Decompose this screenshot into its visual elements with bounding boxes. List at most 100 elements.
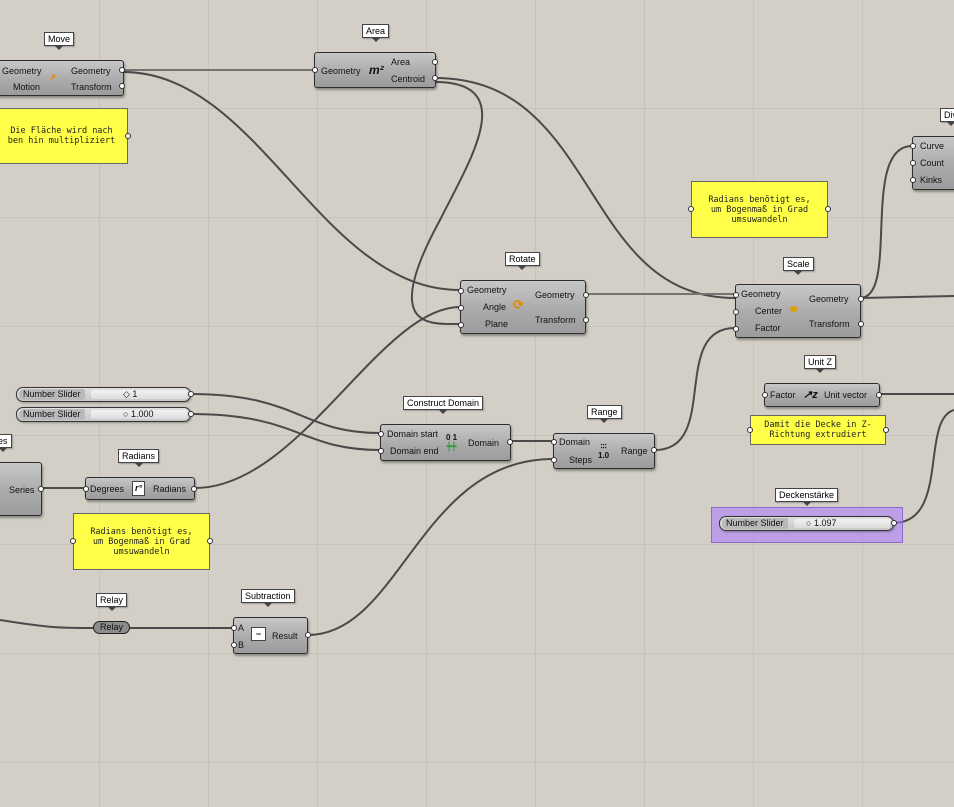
unitz-component[interactable]: Factor ↗z Unit vector [762, 383, 882, 407]
input-port[interactable] [762, 392, 768, 398]
output-port[interactable] [432, 59, 438, 65]
construct-domain-tag: Construct Domain [403, 396, 484, 414]
output-port[interactable] [119, 83, 125, 89]
relay-component[interactable]: Relay [93, 621, 130, 634]
wire-sub-steps [307, 458, 554, 636]
note-panel[interactable]: Radians benötigt es, um Bogenmaß in Grad… [691, 181, 828, 238]
divide-component[interactable]: Curve Count Kinks [910, 136, 954, 190]
scale-tag: Scale [783, 257, 814, 275]
input-port[interactable] [231, 625, 237, 631]
construct-domain-component[interactable]: Domain start Domain end 0 1┿┿ Domain [378, 424, 513, 461]
input-port[interactable] [312, 67, 318, 73]
domain-out-domain: Domain [468, 438, 500, 448]
input-port[interactable] [378, 448, 384, 454]
slider-name: Number Slider [19, 409, 85, 420]
number-slider[interactable]: Number Slider ○ 1.000 [16, 407, 194, 422]
output-port[interactable] [583, 317, 589, 323]
subtraction-component[interactable]: A B − Result [231, 617, 311, 654]
note-panel[interactable]: Damit die Decke in Z- Richtung extrudier… [750, 415, 886, 445]
move-arrow-icon: ➚ [49, 72, 57, 82]
radians-component[interactable]: Degrees r° Radians [83, 477, 197, 500]
move-component[interactable]: Geometry Motion ➚ Geometry Transform [0, 60, 125, 96]
output-port[interactable] [38, 486, 44, 492]
scale-in-geometry: Geometry [741, 289, 781, 299]
note-panel[interactable]: Die Fläche wird nach ben hin multiplizie… [0, 108, 128, 164]
area-m2-icon: m² [369, 63, 384, 77]
domain-icon: 0 1┿┿ [446, 433, 458, 451]
output-port[interactable] [825, 206, 831, 212]
wire-slider1-domain [189, 393, 381, 434]
input-port[interactable] [910, 143, 916, 149]
wire-range-factor [654, 327, 736, 451]
output-port[interactable] [507, 439, 513, 445]
input-port[interactable] [231, 642, 237, 648]
area-component[interactable]: Geometry m² Area Centroid [312, 52, 438, 88]
output-port[interactable] [188, 411, 194, 417]
input-port[interactable] [747, 427, 753, 433]
output-port[interactable] [305, 632, 311, 638]
move-tag: Move [44, 32, 75, 50]
number-slider[interactable]: Number Slider ○ 1.097 [719, 516, 897, 531]
note-panel[interactable]: Radians benötigt es, um Bogenmaß in Grad… [73, 513, 210, 570]
output-port[interactable] [858, 321, 864, 327]
output-port[interactable] [876, 392, 882, 398]
unit-z-vector-icon: ↗z [803, 389, 818, 401]
radians-tag: Radians [118, 449, 160, 467]
rotate-component[interactable]: Geometry Angle Plane ⟳ Geometry Transfor… [458, 280, 589, 334]
input-port[interactable] [551, 457, 557, 463]
slider-name: Number Slider [19, 389, 85, 400]
slider-value: ○ 1.097 [806, 518, 837, 528]
subtraction-out-result: Result [272, 631, 298, 641]
slider-rail[interactable] [794, 519, 890, 528]
minus-icon: − [251, 627, 266, 641]
input-port[interactable] [378, 431, 384, 437]
output-port[interactable] [119, 67, 125, 73]
input-port[interactable] [551, 439, 557, 445]
scale-in-center: Center [755, 306, 783, 316]
input-port[interactable] [458, 305, 464, 311]
rotate-out-transform: Transform [535, 315, 576, 325]
output-port[interactable] [125, 133, 131, 139]
number-slider[interactable]: Number Slider ◇ 1 [16, 387, 194, 402]
input-port[interactable] [733, 326, 739, 332]
radians-out-radians: Radians [153, 484, 187, 494]
input-port[interactable] [458, 322, 464, 328]
scale-component[interactable]: Geometry Center Factor ⚭ Geometry Transf… [733, 284, 864, 338]
output-port[interactable] [651, 447, 657, 453]
output-port[interactable] [891, 520, 897, 526]
input-port[interactable] [688, 206, 694, 212]
divide-in-curve: Curve [920, 141, 945, 151]
range-tag: Range [587, 405, 622, 423]
slider-value-text: 1.000 [130, 409, 154, 419]
slider-rail[interactable] [91, 410, 187, 419]
move-out-transform: Transform [71, 82, 112, 92]
deckenstaerke-tag: Deckenstärke [775, 488, 839, 506]
output-port[interactable] [858, 296, 864, 302]
move-in-geometry: Geometry [2, 66, 42, 76]
range-out-range: Range [621, 446, 648, 456]
slider-rail[interactable] [91, 390, 187, 399]
input-port[interactable] [70, 538, 76, 544]
input-port[interactable] [733, 309, 739, 315]
input-port[interactable] [733, 292, 739, 298]
range-icon: ∶∶∶1.0 [598, 442, 610, 460]
series-component[interactable]: Series [0, 462, 44, 516]
area-in-geometry: Geometry [321, 66, 361, 76]
scale-in-factor: Factor [755, 323, 781, 333]
input-port[interactable] [458, 288, 464, 294]
output-port[interactable] [432, 75, 438, 81]
output-port[interactable] [207, 538, 213, 544]
output-port[interactable] [583, 292, 589, 298]
input-port[interactable] [910, 177, 916, 183]
output-port[interactable] [188, 391, 194, 397]
radians-in-degrees: Degrees [90, 484, 125, 494]
area-out-area: Area [391, 57, 411, 67]
input-port[interactable] [910, 160, 916, 166]
rotate-icon: ⟳ [513, 297, 524, 312]
scale-icon: ⚭ [788, 301, 800, 317]
output-port[interactable] [883, 427, 889, 433]
input-port[interactable] [83, 486, 89, 492]
output-port[interactable] [191, 486, 197, 492]
wire-move-rotate [122, 71, 461, 291]
range-component[interactable]: Domain Steps ∶∶∶1.0 Range [551, 433, 657, 469]
